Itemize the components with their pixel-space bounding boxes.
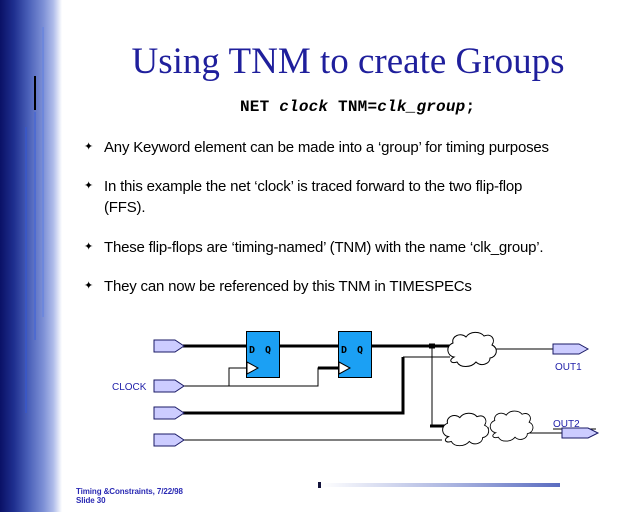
ff-q-port-label: Q: [265, 345, 271, 356]
wire-pad3-up: [183, 357, 405, 415]
code-line: NET clock TNM=clk_group;: [240, 98, 475, 116]
bullet-text: Any Keyword element can be made into a ‘…: [104, 139, 549, 156]
output-pad-out1: [552, 343, 590, 355]
slide-title: Using TNM to create Groups: [131, 41, 565, 82]
flip-flop-2: D Q: [338, 331, 372, 378]
code-keyword-tnm: TNM=: [328, 98, 378, 116]
input-pad-clock: [153, 379, 185, 393]
footer-line2: Slide 30: [76, 495, 106, 505]
decorative-vertical-line: [25, 127, 27, 413]
bullet-text: In this example the net ‘clock’ is trace…: [104, 178, 523, 216]
bullet-text: They can now be referenced by this TNM i…: [104, 278, 472, 295]
logic-cloud-3: [489, 410, 534, 442]
footer-rule-end-cap: [318, 482, 321, 488]
wire-junction-dot: [429, 343, 435, 349]
input-pad-3: [153, 406, 185, 420]
logic-cloud-2: [442, 412, 490, 447]
bullet-item: ✦ These flip-flops are ‘timing-named’ (T…: [84, 237, 544, 258]
decorative-vertical-line: [34, 76, 36, 110]
decorative-vertical-line: [42, 27, 44, 317]
slide-template-gradient-bar: [0, 0, 62, 512]
diamond-bullet-icon: ✦: [84, 241, 94, 253]
code-semicolon: ;: [465, 98, 476, 116]
flip-flop-1: D Q: [246, 331, 280, 378]
clock-triangle-icon: [338, 361, 352, 375]
input-pad-1: [153, 339, 185, 353]
bullet-item: ✦ They can now be referenced by this TNM…: [84, 276, 472, 297]
input-pad-4: [153, 433, 185, 447]
out2-label: OUT2: [553, 419, 580, 430]
diamond-bullet-icon: ✦: [84, 180, 94, 192]
code-keyword-net: NET: [240, 98, 280, 116]
ff-q-port-label: Q: [357, 345, 363, 356]
ff-d-port-label: D: [249, 345, 255, 356]
bullet-text: These flip-flops are ‘timing-named’ (TNM…: [104, 239, 544, 256]
diamond-bullet-icon: ✦: [84, 280, 94, 292]
wires: [183, 344, 596, 441]
clock-triangle-icon: [246, 361, 260, 375]
output-pad-out2: [561, 427, 600, 439]
bullet-item: ✦ In this example the net ‘clock’ is tra…: [84, 176, 522, 218]
logic-cloud-1: [447, 331, 497, 367]
decorative-vertical-line: [34, 112, 36, 340]
diamond-bullet-icon: ✦: [84, 141, 94, 153]
code-group-name: clk_group: [377, 98, 466, 116]
bullet-item: ✦ Any Keyword element can be made into a…: [84, 137, 549, 158]
footer-line1: Timing &Constraints, 7/22/98: [76, 487, 183, 496]
ff-d-port-label: D: [341, 345, 347, 356]
wire-clock-branch-ff1: [228, 367, 247, 386]
out1-label: OUT1: [555, 362, 582, 373]
code-net-name: clock: [279, 98, 329, 116]
slide-footer: Timing &Constraints, 7/22/98 Slide 30: [76, 487, 183, 505]
footer-gradient-rule: [321, 483, 560, 487]
clock-net-label: CLOCK: [112, 382, 147, 393]
